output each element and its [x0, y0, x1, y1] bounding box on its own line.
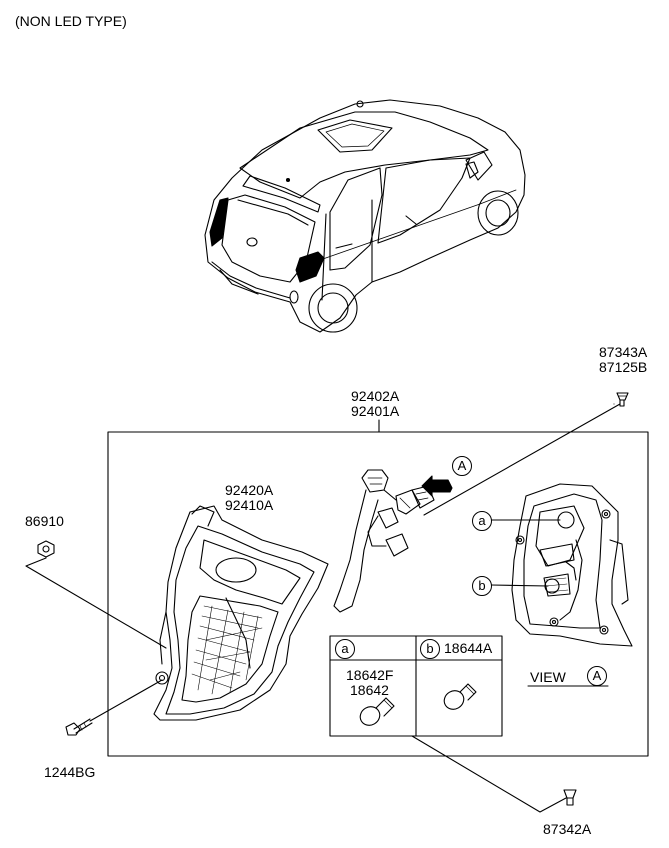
view-arrow-icon — [421, 475, 453, 497]
part-label-86910: 86910 — [25, 513, 64, 529]
nut-icon — [37, 540, 55, 558]
part-label-87342A: 87342A — [543, 821, 592, 837]
part-label-1244BG: 1244BG — [44, 764, 96, 780]
bulb-b-icon — [443, 683, 477, 710]
bulb-a-icon — [359, 697, 395, 726]
screw-bottom-icon — [563, 789, 577, 806]
view-label: VIEW — [530, 669, 566, 685]
bulb-table — [329, 635, 503, 737]
view-a-illustration — [511, 483, 633, 647]
part-label-18644A: 18644A — [444, 640, 493, 656]
view-marker-a: A — [587, 666, 607, 686]
part-label-87343A: 87343A — [599, 344, 648, 360]
part-label-92402A: 92402A — [351, 388, 400, 404]
part-label-18642: 18642 — [350, 682, 389, 698]
table-marker-a: a — [335, 639, 355, 659]
marker-socket-a: a — [472, 511, 492, 531]
car-illustration — [204, 99, 526, 333]
marker-socket-b: b — [472, 576, 492, 596]
part-label-92410A: 92410A — [225, 497, 274, 513]
wiring-harness — [333, 469, 435, 613]
screw-top-icon — [616, 392, 629, 407]
table-marker-b: b — [420, 639, 440, 659]
marker-view-arrow-a: A — [452, 456, 472, 476]
part-label-87125B: 87125B — [599, 359, 648, 375]
part-label-92420A: 92420A — [225, 482, 274, 498]
part-label-18642F: 18642F — [346, 667, 394, 683]
header-note: (NON LED TYPE) — [15, 13, 127, 29]
assembly-box — [107, 431, 649, 757]
part-label-92401A: 92401A — [351, 403, 400, 419]
tail-lamp-lens — [153, 505, 329, 721]
screw-left-icon — [65, 718, 93, 736]
